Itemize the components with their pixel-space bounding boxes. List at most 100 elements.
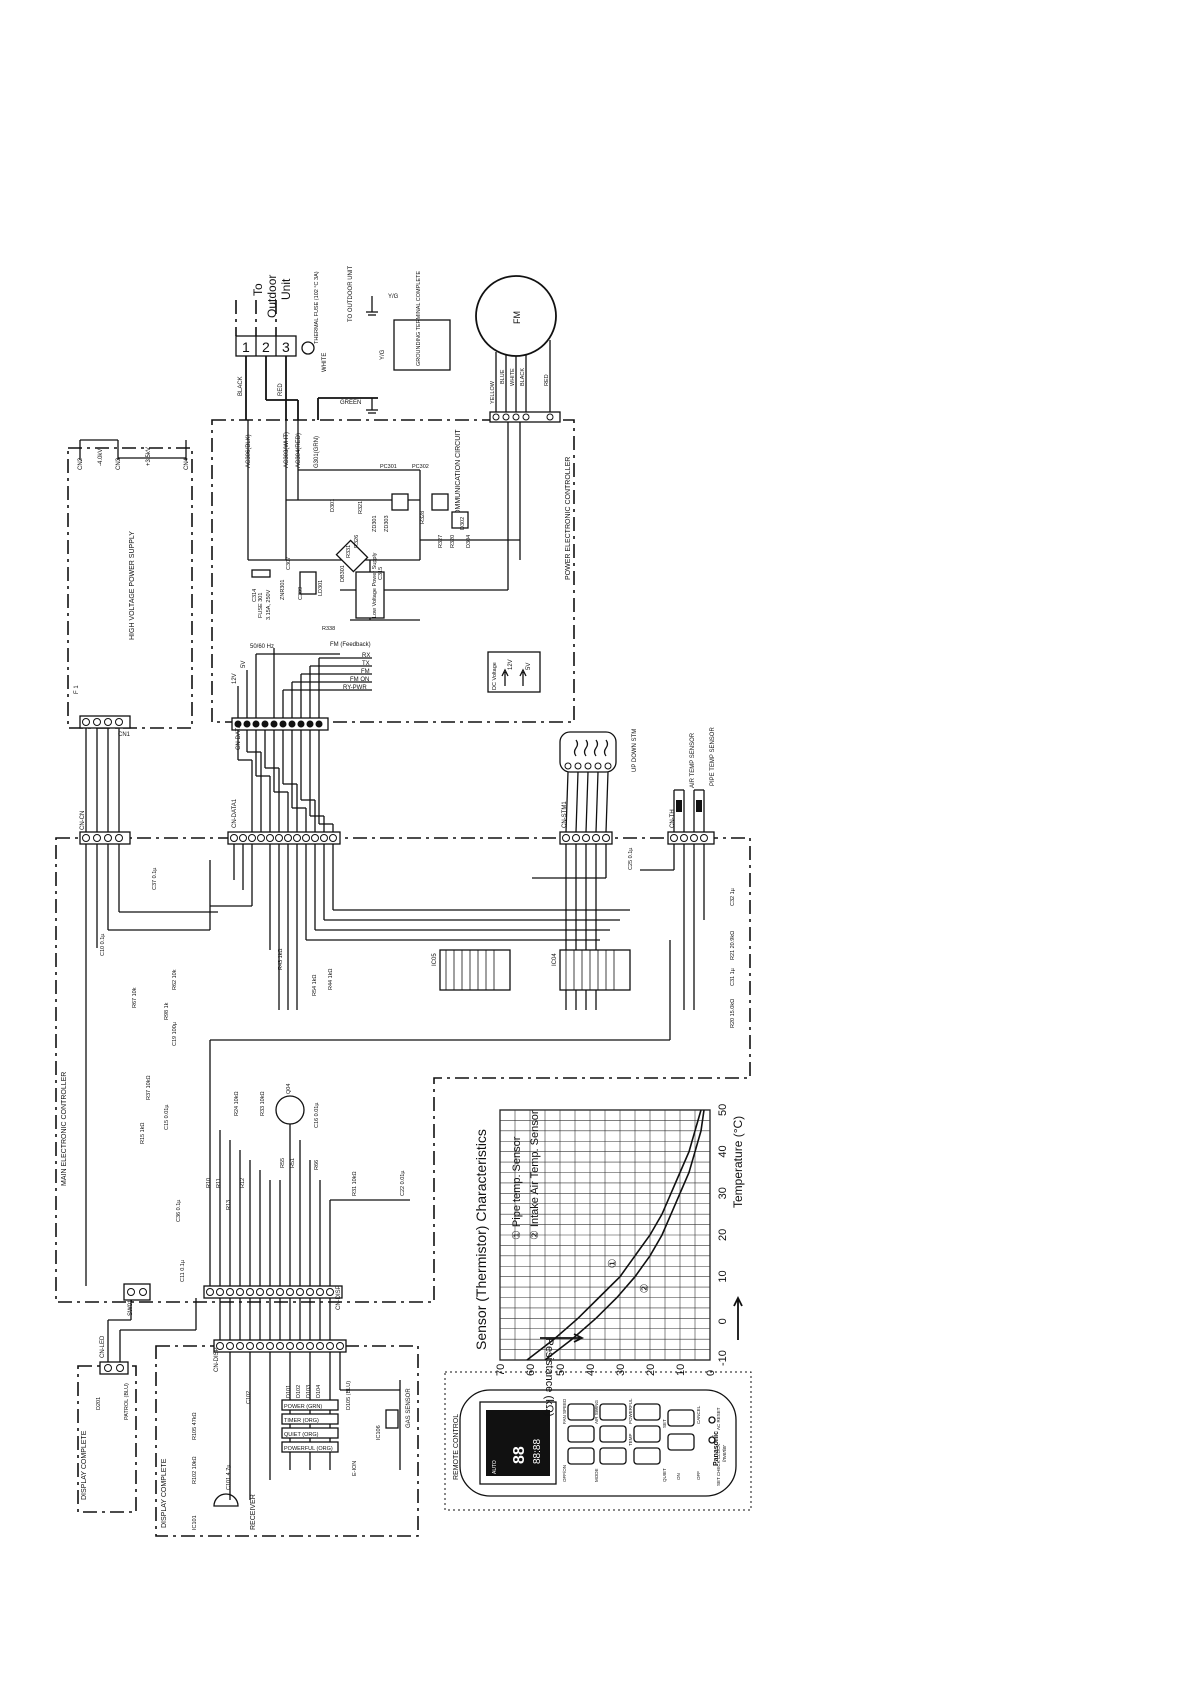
up-down-stm-label: UP DOWN STM (632, 729, 638, 772)
remote-buttons (567, 1403, 716, 1465)
svg-text:E-ION: E-ION (352, 1461, 358, 1476)
main-controller-box (55, 837, 751, 1303)
led-row (281, 1399, 339, 1453)
svg-text:PC302: PC302 (412, 464, 429, 470)
svg-text:FAN SPEED: FAN SPEED (562, 1398, 567, 1424)
receiver-label: RECEIVER (250, 1494, 257, 1530)
thermistor-sensors (673, 789, 705, 832)
main-part-labels: C37 0.1µ C10 0.1µ R62 10k R67 10k R98 1k… (100, 847, 736, 1282)
cn-data1-power-label: CN-DATA1 (236, 720, 242, 750)
svg-text:SET: SET (662, 1419, 667, 1428)
svg-text:SET CHECK CLOCK: SET CHECK CLOCK (716, 1444, 721, 1486)
ac304-label: AC304(RED) (296, 433, 302, 468)
svg-text:R327: R327 (438, 535, 444, 548)
display-part-labels: D201 PATROL (BLU) R105 47kΩ R102 10kΩ C1… (96, 1381, 382, 1530)
svg-text:D301: D301 (330, 499, 336, 512)
ic05-chip (439, 949, 511, 991)
pipe-temp-sensor-label: PIPE TEMP SENSOR (710, 727, 716, 786)
svg-text:POWERFUL: POWERFUL (628, 1398, 633, 1424)
svg-text:AIR SWING: AIR SWING (594, 1399, 599, 1424)
remote-control-label: REMOTE CONTROL (453, 1414, 460, 1480)
y-axis-arrow-icon (540, 1333, 585, 1343)
main-controller-wiring (85, 844, 705, 1286)
chart-series-marker-1: ① (607, 1258, 619, 1268)
hv-output-lines (79, 439, 187, 460)
grounding-terminal-label: GROUNDING TERMINAL COMPLETE (416, 271, 422, 366)
cn-disp-main-label: CN-DISP (336, 1285, 342, 1310)
ic04-chip (559, 949, 631, 991)
chart-series-marker-2: ② (639, 1283, 651, 1293)
cn-disp-display-connector (213, 1339, 347, 1353)
fm-wire-blue: BLUE (500, 369, 506, 384)
ac303-label: AC303(WHT) (284, 432, 290, 468)
fm-wire-red: RED (544, 374, 550, 386)
dc-voltage-legend (487, 651, 541, 693)
svg-text:R13: R13 (226, 1200, 232, 1210)
svg-text:PC301: PC301 (380, 464, 397, 470)
cn2-label: CN2 (78, 457, 84, 470)
svg-text:C10 0.1µ: C10 0.1µ (100, 933, 106, 956)
cn-data1-power-connector (231, 717, 329, 731)
svg-text:R338: R338 (322, 626, 335, 632)
svg-text:D201: D201 (96, 1397, 102, 1410)
fuse-301 (251, 569, 271, 578)
svg-text:R21 20.9kΩ: R21 20.9kΩ (730, 931, 736, 960)
dc-arrow-icon (501, 668, 509, 686)
svg-text:C15 0.01µ: C15 0.01µ (164, 1104, 170, 1130)
remote-control-box (444, 1371, 752, 1511)
grounding-terminal-box (393, 319, 451, 371)
svg-text:R98 1k: R98 1k (164, 1002, 170, 1020)
cn-disp-main-connector (203, 1285, 343, 1299)
comm-photocoupler-2 (431, 493, 449, 511)
svg-text:D101: D101 (286, 1385, 292, 1398)
svg-text:D304: D304 (466, 535, 472, 548)
svg-text:D302: D302 (460, 517, 466, 530)
svg-text:C32 1µ: C32 1µ (730, 887, 736, 906)
remote-brand-sub: Inverter (722, 1445, 728, 1462)
signal-tx: TX (362, 661, 370, 667)
cn-cn-label: CN-CN (80, 811, 86, 830)
chart-curves (526, 1109, 705, 1361)
signal-fm-on: FM ON (350, 677, 369, 683)
cn3-label: CN3 (116, 457, 122, 470)
remote-brand: Panasonic (713, 1431, 720, 1466)
hv-plus-label: +3.5kV (146, 447, 152, 466)
remote-control (459, 1389, 737, 1497)
g301-label: G301(GRN) (314, 436, 320, 468)
svg-text:C22 0.01µ: C22 0.01µ (400, 1170, 406, 1196)
to-outdoor-unit-label: TO OUTDOOR UNIT (348, 265, 354, 322)
cn-th-label: CN-TH (670, 809, 676, 828)
svg-text:R43 1kΩ: R43 1kΩ (278, 948, 284, 970)
communication-circuit-label: COMMUNICATION CIRCUIT (455, 429, 462, 520)
chart-x-axis-label: Temperature (°C) (731, 1116, 745, 1208)
svg-text:LD301: LD301 (318, 580, 324, 596)
dc-voltage-12v: 12V (508, 659, 514, 670)
low-voltage-power-supply (355, 571, 385, 619)
svg-text:R33 10kΩ: R33 10kΩ (260, 1091, 266, 1116)
fuse-f1-label: F 1 (74, 685, 80, 694)
svg-text:D103: D103 (306, 1385, 312, 1398)
svg-text:ZD303: ZD303 (384, 515, 390, 532)
wire-green: GREEN (340, 400, 361, 406)
svg-text:QUIET: QUIET (662, 1468, 667, 1482)
chart-y-tick-label: 10 (675, 1364, 687, 1376)
chart-y-tick-label: 30 (615, 1364, 627, 1376)
chart-y-axis-label: Resistance (kΩ) (543, 1338, 555, 1417)
svg-text:FUSE 301: FUSE 301 (258, 593, 264, 618)
gas-sensor-ic106 (385, 1409, 399, 1429)
svg-text:DB301: DB301 (340, 565, 346, 582)
led-wires (107, 1298, 197, 1362)
svg-text:C36 0.1µ: C36 0.1µ (176, 1199, 182, 1222)
chart-series-line-2 (544, 1109, 705, 1361)
yg-label-1: Y/G (388, 294, 399, 300)
chart-y-tick-label: 0 (705, 1370, 717, 1376)
to-outdoor-title-2: Outdoor (265, 275, 279, 318)
svg-text:C31 1µ: C31 1µ (730, 967, 736, 986)
chart-x-tick-label: 0 (717, 1318, 729, 1324)
svg-text:R67 10k: R67 10k (132, 987, 138, 1008)
terminal-2: 2 (262, 339, 270, 355)
svg-text:PATROL (BLU): PATROL (BLU) (124, 1383, 130, 1420)
